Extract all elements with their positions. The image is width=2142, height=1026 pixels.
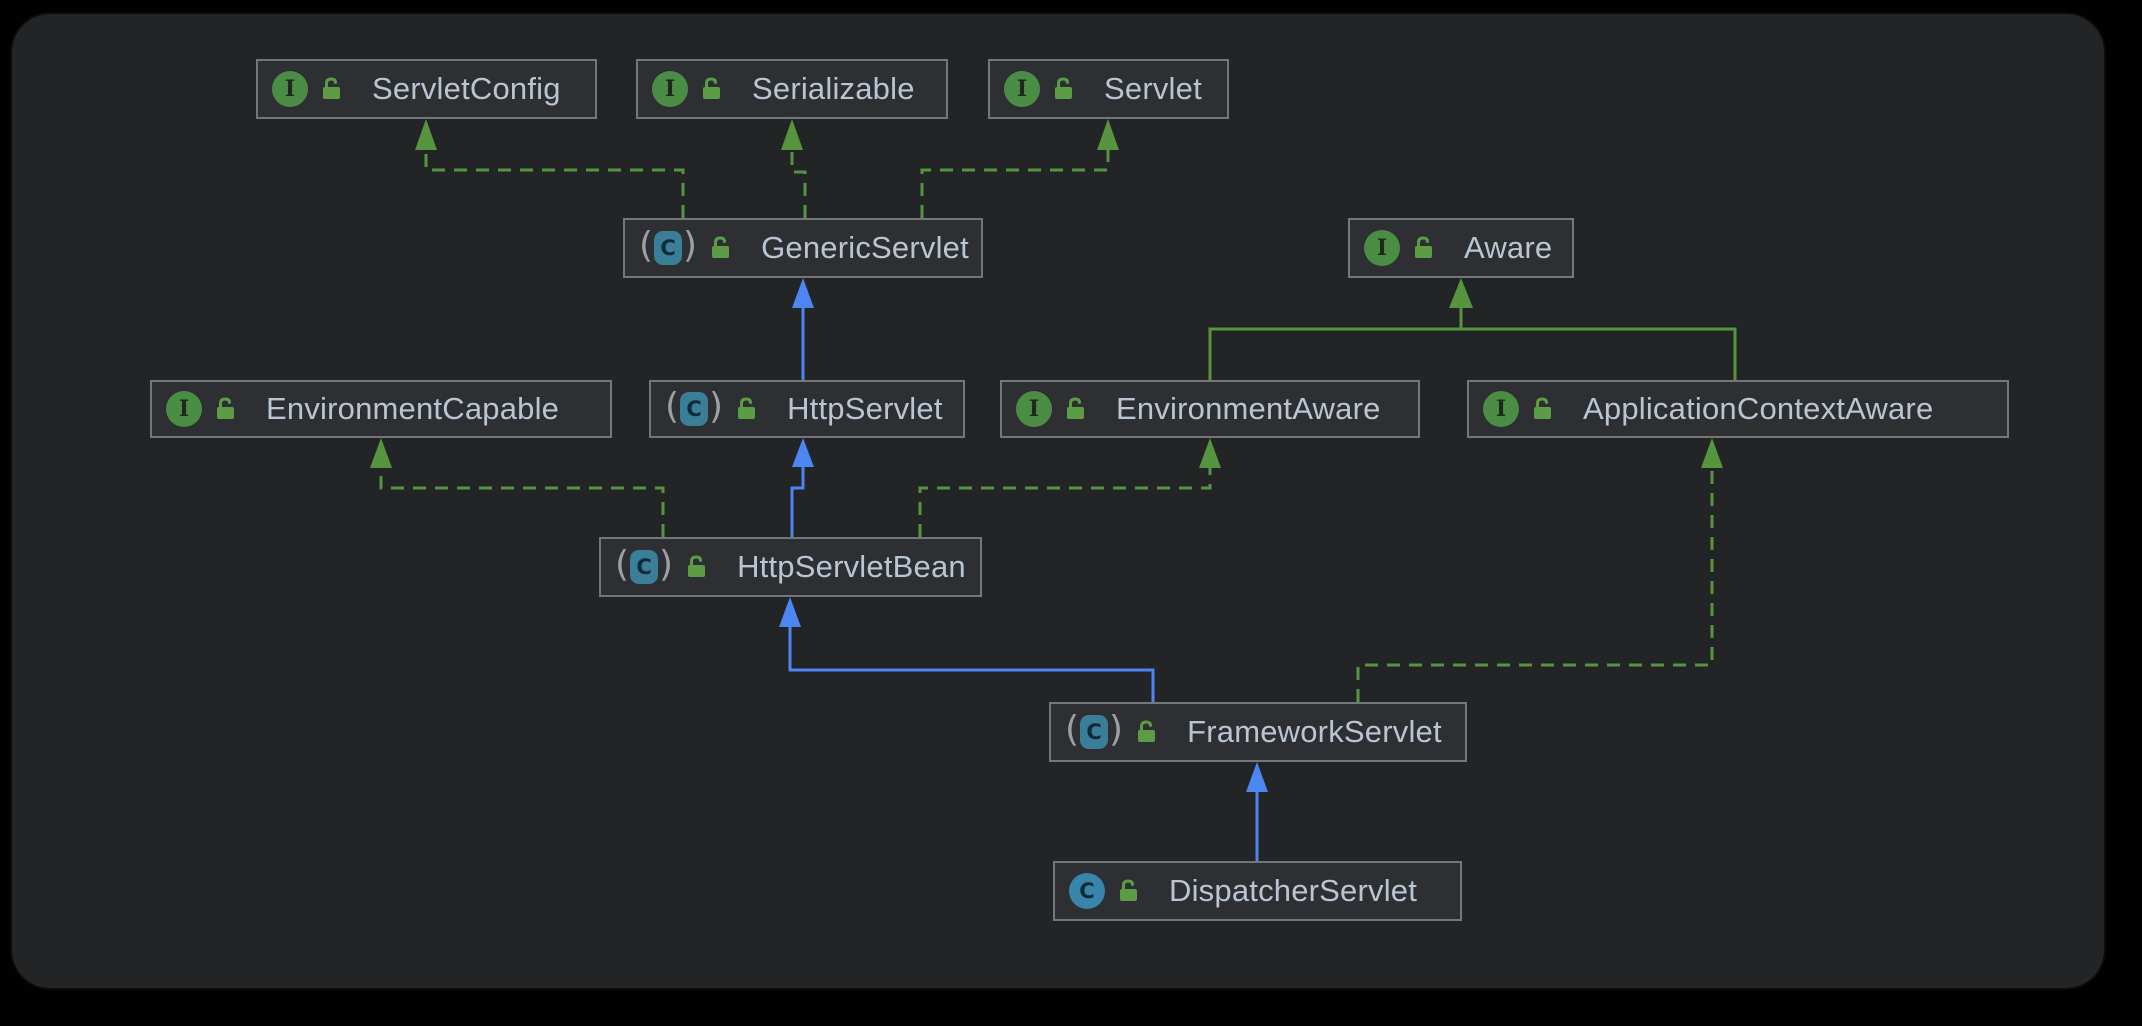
abstract-class-icon: C xyxy=(1065,714,1123,750)
class-node-httpservletbean[interactable]: C HttpServletBean xyxy=(599,537,982,597)
class-name: FrameworkServlet xyxy=(1187,714,1442,750)
edge-httpservletbean-extends-httpservlet xyxy=(792,438,814,537)
public-open-lock-icon xyxy=(1133,719,1159,745)
public-open-lock-icon xyxy=(683,554,709,580)
class-icon: C xyxy=(1069,873,1105,909)
class-name: Servlet xyxy=(1104,71,1202,107)
public-open-lock-icon xyxy=(212,396,238,422)
class-name: EnvironmentAware xyxy=(1116,391,1381,427)
class-node-servlet[interactable]: I Servlet xyxy=(988,59,1229,119)
class-node-aware[interactable]: I Aware xyxy=(1348,218,1574,278)
class-node-environmentaware[interactable]: I EnvironmentAware xyxy=(1000,380,1420,438)
class-name: Aware xyxy=(1464,230,1552,266)
edge-frameworkservlet-extends-httpservletbean xyxy=(779,597,1153,702)
edge-httpservletbean-implements-environmentaware xyxy=(920,438,1221,537)
edge-frameworkservlet-implements-applicationcontextaware xyxy=(1358,438,1723,702)
edge-dispatcherservlet-extends-frameworkservlet xyxy=(1246,762,1268,861)
class-name: Serializable xyxy=(752,71,915,107)
public-open-lock-icon xyxy=(698,76,724,102)
interface-icon: I xyxy=(166,391,202,427)
class-name: DispatcherServlet xyxy=(1169,873,1417,909)
public-open-lock-icon xyxy=(318,76,344,102)
class-node-environmentcapable[interactable]: I EnvironmentCapable xyxy=(150,380,612,438)
public-open-lock-icon xyxy=(733,396,759,422)
edge-genericservlet-implements-servletconfig xyxy=(415,119,683,218)
abstract-class-icon: C xyxy=(615,549,673,585)
class-name: ServletConfig xyxy=(372,71,561,107)
interface-icon: I xyxy=(652,71,688,107)
class-name: EnvironmentCapable xyxy=(266,391,559,427)
interface-icon: I xyxy=(272,71,308,107)
public-open-lock-icon xyxy=(1050,76,1076,102)
class-node-serializable[interactable]: I Serializable xyxy=(636,59,948,119)
edge-genericservlet-implements-servlet xyxy=(922,119,1119,218)
interface-icon: I xyxy=(1483,391,1519,427)
class-name: HttpServlet xyxy=(787,391,943,427)
class-node-applicationcontextaware[interactable]: I ApplicationContextAware xyxy=(1467,380,2009,438)
edge-httpservletbean-implements-environmentcapable xyxy=(370,438,663,537)
class-node-httpservlet[interactable]: C HttpServlet xyxy=(649,380,965,438)
edge-environmentaware-and-applicationcontextaware-extend-aware xyxy=(1210,278,1735,380)
edge-genericservlet-implements-serializable xyxy=(781,119,805,218)
class-name: ApplicationContextAware xyxy=(1583,391,1933,427)
abstract-class-icon: C xyxy=(639,230,697,266)
abstract-class-icon: C xyxy=(665,391,723,427)
public-open-lock-icon xyxy=(1410,235,1436,261)
interface-icon: I xyxy=(1016,391,1052,427)
public-open-lock-icon xyxy=(1115,878,1141,904)
class-name: GenericServlet xyxy=(761,230,969,266)
class-node-servletconfig[interactable]: I ServletConfig xyxy=(256,59,597,119)
class-node-dispatcherservlet[interactable]: C DispatcherServlet xyxy=(1053,861,1462,921)
class-node-frameworkservlet[interactable]: C FrameworkServlet xyxy=(1049,702,1467,762)
class-node-genericservlet[interactable]: C GenericServlet xyxy=(623,218,983,278)
interface-icon: I xyxy=(1364,230,1400,266)
public-open-lock-icon xyxy=(1062,396,1088,422)
interface-icon: I xyxy=(1004,71,1040,107)
edge-httpservlet-extends-genericservlet xyxy=(792,278,814,380)
public-open-lock-icon xyxy=(707,235,733,261)
public-open-lock-icon xyxy=(1529,396,1555,422)
class-name: HttpServletBean xyxy=(737,549,966,585)
